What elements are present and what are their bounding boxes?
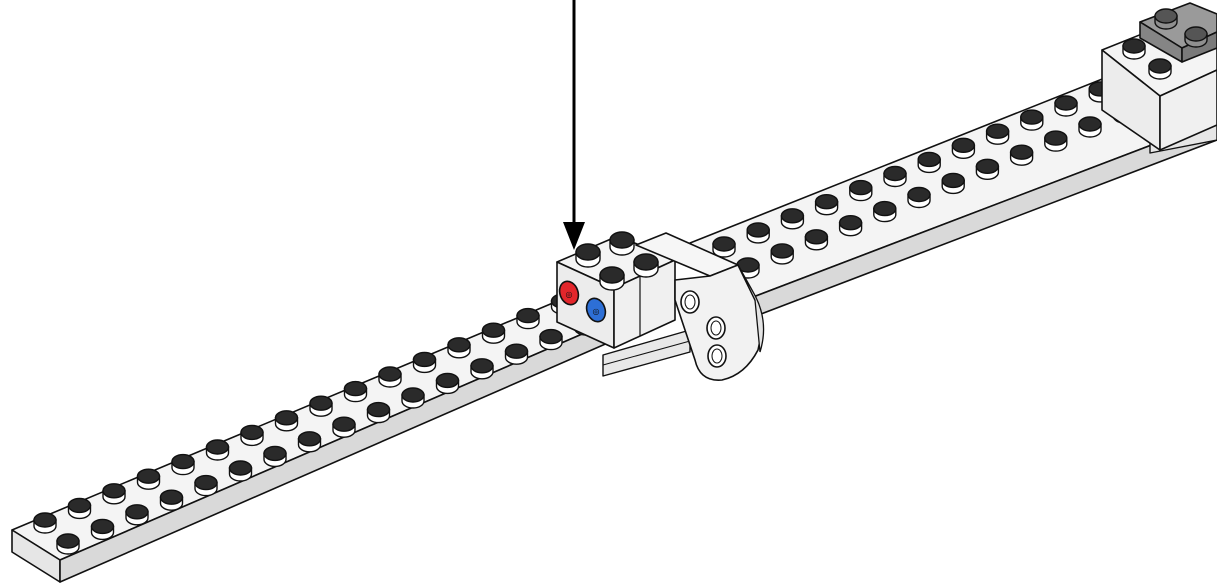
stud [1148,58,1172,80]
stud [412,351,437,374]
stud [274,410,299,432]
stud [1154,8,1178,30]
stud [194,474,218,497]
stud [297,431,322,453]
plate-left-studs [33,293,598,555]
stud [917,151,941,174]
stud [171,453,195,476]
stud [309,395,333,417]
stud [1122,38,1146,60]
stud [401,387,425,409]
stud [599,266,625,291]
blue-marker-icon: ◎ [585,297,607,323]
stud [90,518,115,541]
stud [56,533,80,555]
stud [159,489,184,511]
stud [1044,130,1068,152]
stud [1184,26,1208,48]
svg-text:◎: ◎ [593,307,600,316]
stud [883,165,907,188]
stud [366,401,391,424]
long-plate-left [11,293,611,583]
stud [102,483,126,505]
stud [67,497,92,520]
stud [125,504,149,526]
white-brick-studs [1122,38,1172,80]
stud [746,222,770,244]
stud [240,424,264,447]
stud [1009,144,1034,166]
stud [907,186,931,209]
grey-brick-studs [1154,8,1208,48]
stud [378,366,402,388]
stud [1020,109,1044,131]
stud [1078,116,1102,138]
stud [539,328,563,351]
stud [814,193,839,216]
center-underplate [602,329,691,377]
stud [1054,95,1078,117]
stud [712,236,736,258]
stud [951,137,976,159]
stud [343,380,368,403]
stud [33,512,57,534]
stud [780,208,805,230]
stud [263,445,287,468]
stud [470,358,494,380]
stud [205,439,230,461]
stud [516,307,540,330]
stud [609,231,635,256]
stud [873,200,897,223]
svg-text:◎: ◎ [566,290,573,299]
plate-left-side [59,321,611,583]
beam-holes [680,290,727,368]
arrow-down-icon [563,0,585,250]
beam-side [737,264,765,353]
stud [575,243,601,268]
stud [941,172,965,195]
stud [838,214,863,237]
red-marker-icon: ◎ [558,280,580,306]
long-plate-right [689,59,1217,323]
stud [447,337,471,359]
stud [633,253,659,278]
stud [332,416,356,438]
angled-beam [635,232,765,381]
stud [736,257,760,279]
marked-brick-studs [575,231,659,291]
stud [804,229,829,251]
stud [228,460,253,482]
grey-brick-topright [1139,2,1217,63]
stud [435,372,460,395]
stud [136,468,161,490]
stud [770,243,794,265]
stud [985,123,1010,145]
stud [849,179,873,202]
stud [481,322,506,344]
marked-brick: ◎ ◎ [556,231,676,349]
stud [975,158,1000,180]
stud [504,343,529,365]
